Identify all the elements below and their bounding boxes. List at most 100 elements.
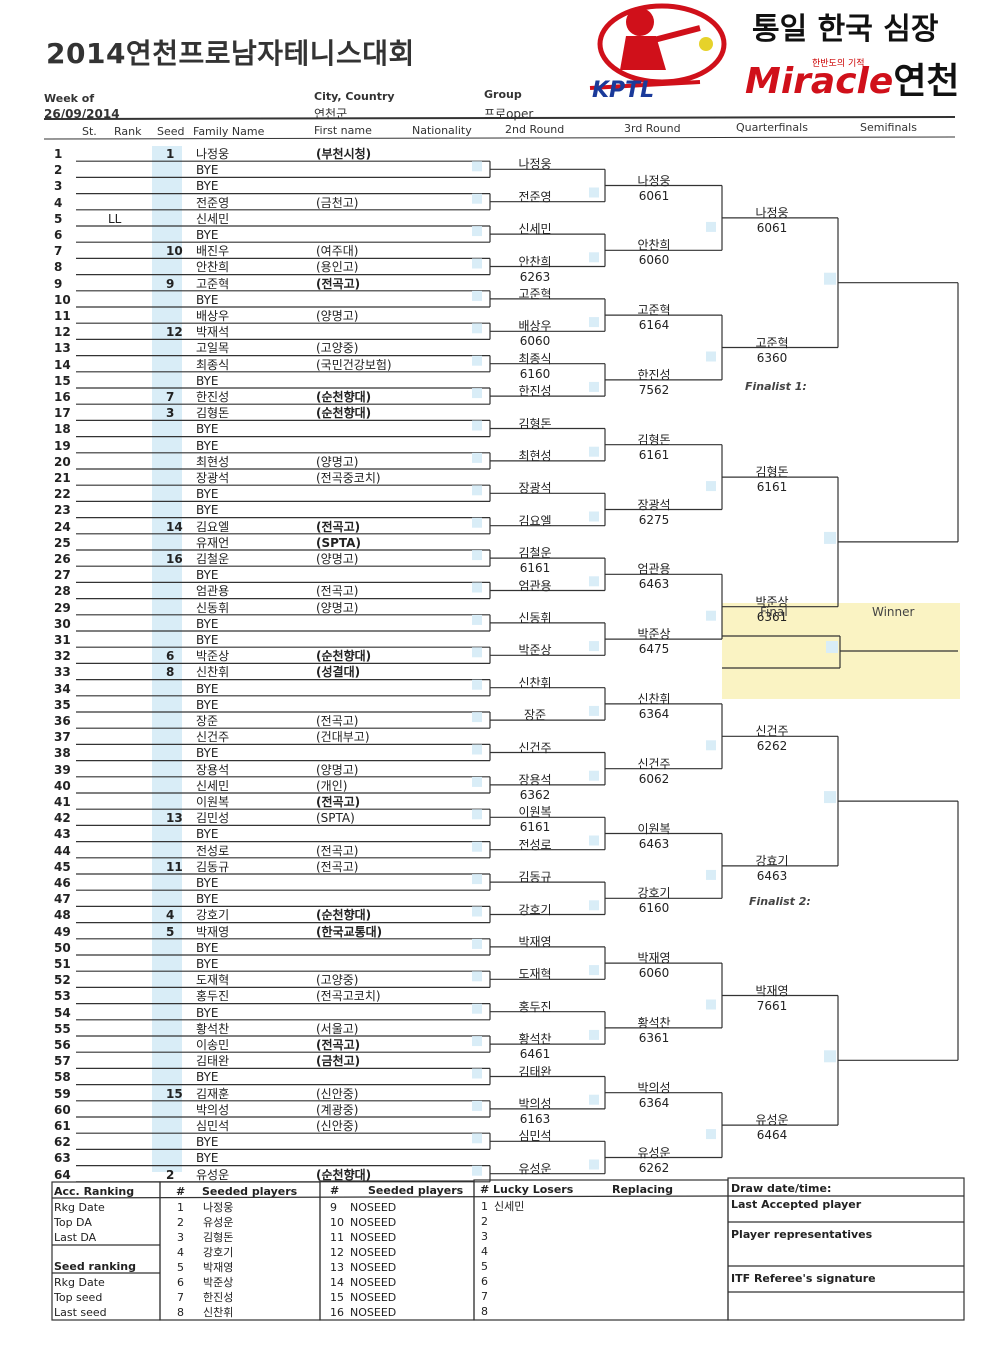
r3-marker bbox=[589, 1029, 599, 1040]
r2-match-winner: 박준상 bbox=[518, 643, 552, 658]
r3-match-winner: 고준혁 bbox=[637, 303, 671, 318]
draw-club: (양명고) bbox=[316, 309, 359, 323]
draw-number: 17 bbox=[54, 406, 71, 421]
seeds-a-header: Seeded players bbox=[202, 1185, 298, 1198]
draw-club: (전곡고) bbox=[316, 519, 361, 534]
seed-b-name: NOSEED bbox=[350, 1291, 397, 1304]
finalist2-label: Finalist 2: bbox=[749, 895, 811, 908]
player-reps-label: Player representatives bbox=[731, 1228, 873, 1241]
r2-match-winner: 신세민 bbox=[518, 222, 552, 237]
draw-number: 59 bbox=[54, 1086, 71, 1101]
last-accepted-label: Last Accepted player bbox=[731, 1198, 862, 1211]
r2-match-winner: 박재영 bbox=[518, 934, 552, 949]
draw-seed: 11 bbox=[166, 859, 183, 874]
draw-player: BYE bbox=[196, 876, 219, 890]
draw-player: 김요엘 bbox=[196, 519, 230, 534]
col-sf: Semifinals bbox=[860, 121, 917, 134]
week-value: 26/09/2014 bbox=[44, 107, 120, 121]
draw-number: 3 bbox=[54, 179, 63, 194]
draw-seed: 3 bbox=[166, 406, 175, 421]
seed-a-name: 나정웅 bbox=[203, 1201, 234, 1214]
r2-marker bbox=[472, 258, 482, 269]
r2-match: 김태완 bbox=[490, 1065, 580, 1080]
r3-match-winner: 한진성 bbox=[637, 367, 671, 382]
r3-match-score: 6060 bbox=[638, 966, 670, 981]
r2-match-winner: 홍두진 bbox=[518, 999, 552, 1014]
r3-match-winner: 이원복 bbox=[637, 821, 671, 836]
draw-seed: 12 bbox=[166, 325, 183, 340]
r3-match-winner: 박재영 bbox=[637, 951, 671, 966]
draw-number: 46 bbox=[54, 876, 71, 890]
r2-match-winner: 김철운 bbox=[518, 546, 552, 561]
r2-match-winner: 전성로 bbox=[518, 837, 552, 852]
draw-player: 한진성 bbox=[196, 390, 230, 404]
qf-marker bbox=[706, 610, 716, 621]
r2-match-winner: 강호기 bbox=[518, 902, 552, 917]
r2-match-winner: 김요엘 bbox=[518, 513, 552, 528]
draw-number: 26 bbox=[54, 552, 71, 566]
draw-number: 25 bbox=[54, 535, 71, 550]
draw-club: (양명고) bbox=[316, 552, 359, 566]
draw-player: BYE bbox=[196, 697, 219, 712]
r2-match-winner: 김형돈 bbox=[518, 416, 552, 431]
draw-player: 박의성 bbox=[196, 1102, 230, 1117]
draw-number: 6 bbox=[54, 228, 63, 242]
r2-match: 전준영 bbox=[490, 190, 580, 205]
draw-player: 장광석 bbox=[196, 471, 230, 485]
qf-marker bbox=[706, 351, 716, 362]
r2-match-winner: 김동규 bbox=[518, 870, 552, 885]
col-family: Family Name bbox=[193, 125, 265, 138]
draw-number: 55 bbox=[54, 1021, 71, 1036]
draw-player: 김형돈 bbox=[196, 406, 230, 421]
r2-match: 홍두진 bbox=[490, 1000, 580, 1015]
r2-marker bbox=[472, 161, 482, 172]
r3-marker bbox=[589, 965, 599, 976]
draw-club: (전곡고) bbox=[316, 714, 359, 728]
r3-marker bbox=[589, 317, 599, 328]
draw-number: 28 bbox=[54, 584, 71, 599]
draw-club: (성결대) bbox=[316, 665, 361, 680]
seeds-b-header: Seeded players bbox=[368, 1184, 464, 1197]
r2-match-score: 6160 bbox=[519, 366, 551, 381]
seed-a-number: 7 bbox=[177, 1291, 184, 1304]
draw-club: (용인고) bbox=[316, 260, 359, 275]
footer-seeds-a-box bbox=[159, 1181, 321, 1321]
draw-club: (순천향대) bbox=[316, 1167, 372, 1182]
r2-marker bbox=[472, 517, 482, 528]
draw-player: BYE bbox=[196, 940, 219, 955]
draw-player: 박재영 bbox=[196, 924, 230, 939]
draw-player: 신동휘 bbox=[196, 600, 230, 615]
draw-number: 18 bbox=[54, 422, 71, 437]
seed-b-number: 15 bbox=[330, 1291, 344, 1304]
r3-marker bbox=[589, 1159, 599, 1170]
sf-marker bbox=[824, 272, 836, 285]
draw-number: 9 bbox=[54, 276, 63, 291]
draw-club: (전곡고) bbox=[316, 795, 361, 809]
draw-player: 전준영 bbox=[196, 195, 230, 210]
r3-marker bbox=[589, 1094, 599, 1105]
draw-number: 16 bbox=[54, 390, 71, 404]
draw-number: 37 bbox=[54, 730, 71, 745]
draw-number: 19 bbox=[54, 438, 71, 453]
draw-number: 1 bbox=[54, 147, 63, 161]
r3-marker bbox=[589, 770, 599, 781]
seed-a-name: 박준상 bbox=[203, 1276, 234, 1289]
r2-match-score: 6461 bbox=[519, 1047, 551, 1062]
draw-number: 33 bbox=[54, 665, 71, 680]
draw-player: BYE bbox=[196, 892, 219, 907]
r2-match-winner: 고준혁 bbox=[518, 286, 552, 301]
r2-match-winner: 박의성 bbox=[518, 1096, 552, 1111]
draw-number: 63 bbox=[54, 1151, 71, 1166]
draw-seed: 7 bbox=[166, 390, 175, 404]
r3-marker bbox=[589, 381, 599, 392]
